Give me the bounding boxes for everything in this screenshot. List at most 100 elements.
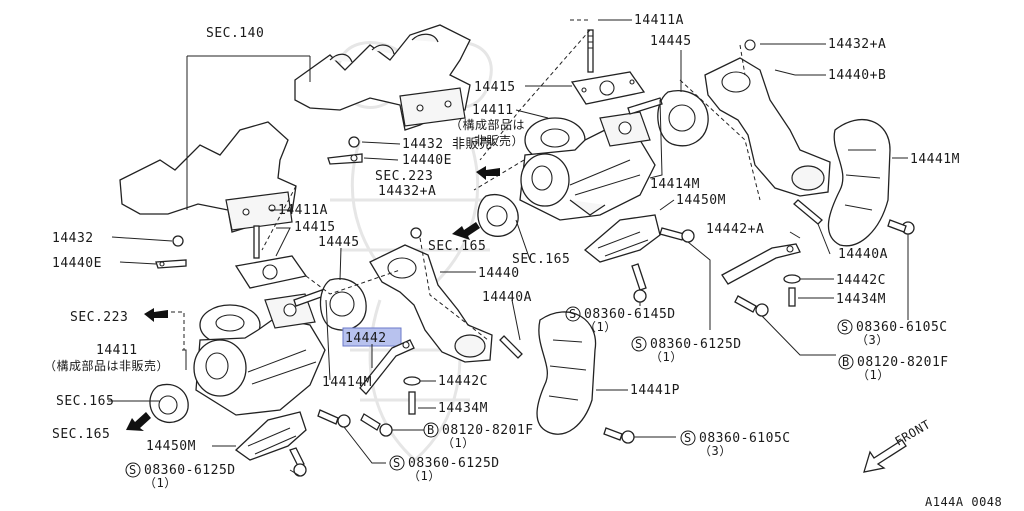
label-14411a-left[interactable]: 14411A [278,203,328,218]
s-prefix-icon: S [129,463,137,477]
exhaust-manifold-upper[interactable] [294,24,471,131]
bolt-6105c-bottom[interactable] [603,427,635,444]
bolt-6145d[interactable] [631,263,647,303]
label-14441p[interactable]: 14441P [630,383,680,398]
label-14450m-left[interactable]: 14450M [146,439,196,454]
bolt-6125d-upper[interactable] [659,227,695,243]
label-14440e-mid[interactable]: 14440E [402,153,452,168]
direction-arrows [126,166,500,431]
bracket-14440e-left[interactable] [155,259,187,269]
label-14415-top[interactable]: 14415 [474,80,516,95]
label-note-top-2: 非販売） [474,133,524,148]
label-14441m[interactable]: 14441M [910,152,960,167]
s-prefix-icon: S [684,431,692,445]
svg-text:（1）: （1） [650,350,683,364]
label-14445-left[interactable]: 14445 [318,235,360,250]
label-sec165-mid2[interactable]: SEC.165 [512,252,570,267]
washer-14442c-right[interactable] [783,274,801,284]
label-bolt-6145d[interactable]: S 08360-6145D （1） [565,306,676,334]
turbine-outlet-14440[interactable] [369,244,493,363]
gasket-14445-upper[interactable] [657,90,709,147]
insulator-14450m-upper[interactable] [583,214,661,263]
bracket-14442a[interactable] [721,243,801,285]
turbine-outlet-14440b[interactable] [704,39,831,197]
label-14414m-left[interactable]: 14414M [322,375,372,390]
label-bolt-8201f-right[interactable]: B 08120-8201F （1） [838,354,949,382]
gasket-14415-upper[interactable] [570,71,646,105]
label-14432a-top[interactable]: 14432+A [828,37,886,52]
label-bolt-8201f-mid[interactable]: B 08120-8201F （1） [423,422,534,450]
stud-14440a-right[interactable] [793,199,823,225]
stud-14414m-upper[interactable] [627,97,663,115]
label-14414m-top[interactable]: 14414M [650,177,700,192]
bracket-14440e-mid[interactable] [327,153,363,165]
bolt-6105c-right[interactable] [887,219,915,235]
label-sec223-mid[interactable]: SEC.223 [375,169,433,184]
label-bolt-6125d-bottom[interactable]: S 08360-6125D （1） [389,455,500,483]
bolt-8201f-mid[interactable] [360,413,393,437]
gasket-14415-lower[interactable] [234,255,308,289]
stud-14411a-lower[interactable] [253,225,260,259]
label-14440a-mid[interactable]: 14440A [482,290,532,305]
s-prefix-icon: S [393,456,401,470]
label-bolt-6105c-bottom[interactable]: S 08360-6105C （3） [680,430,791,458]
label-bolt-6125d-mid[interactable]: S 08360-6125D （1） [631,336,742,364]
label-14411-left[interactable]: 14411 [96,343,138,358]
heat-shield-14441p[interactable] [536,311,597,435]
front-arrow-icon [863,439,907,473]
bolt-14434m-right[interactable] [788,287,796,307]
svg-text:08360-6105C: 08360-6105C [699,431,791,446]
stud-14411a-upper[interactable] [587,29,594,73]
label-14440a-right[interactable]: 14440A [838,247,888,262]
label-14411a-top[interactable]: 14411A [634,13,684,28]
label-bolt-6125d-left[interactable]: S 08360-6125D （1） [125,462,236,490]
label-14432-left[interactable]: 14432 [52,231,94,246]
label-14415-left[interactable]: 14415 [294,220,336,235]
svg-text:（3）: （3） [856,333,889,347]
bolt-6125d-bottom[interactable] [317,409,351,428]
gasket-sec165-left[interactable] [149,383,189,423]
label-sec165-left[interactable]: SEC.165 [56,394,114,409]
label-sec165-mid[interactable]: SEC.165 [428,239,486,254]
nut-14432-left[interactable] [172,235,184,247]
label-sec140[interactable]: SEC.140 [206,26,264,41]
label-bolt-6105c-right[interactable]: S 08360-6105C （3） [837,319,948,347]
heat-shield-14441m[interactable] [827,119,891,247]
label-14440b[interactable]: 14440+B [828,68,886,83]
label-14440[interactable]: 14440 [478,266,520,281]
bolt-8201f-right[interactable] [734,295,769,317]
label-sec223-left[interactable]: SEC.223 [70,310,128,325]
leader-lines [108,19,909,477]
nut-14432a-mid[interactable] [410,227,422,239]
label-14432a-mid[interactable]: 14432+A [378,184,436,199]
arrow-sec165-left [126,412,151,431]
washer-14442c-mid[interactable] [403,376,421,386]
label-note-top-1: （構成部品は [450,117,525,132]
svg-text:08120-8201F: 08120-8201F [442,423,534,438]
label-14442a[interactable]: 14442+A [706,222,764,237]
insulator-14450m-lower[interactable] [234,411,307,461]
label-sec165-left2[interactable]: SEC.165 [52,427,110,442]
label-14450m-top[interactable]: 14450M [676,193,726,208]
label-14442-highlighted[interactable]: 14442 [345,331,387,346]
svg-text:08120-8201F: 08120-8201F [857,355,949,370]
turbocharger-upper[interactable] [519,111,656,221]
label-14434m-right[interactable]: 14434M [836,292,886,307]
gasket-14445-lower[interactable] [319,278,367,331]
label-14440e-left[interactable]: 14440E [52,256,102,271]
stud-14440a-mid[interactable] [499,335,523,359]
bracket-14442[interactable] [342,327,415,395]
label-14434m-mid[interactable]: 14434M [438,401,488,416]
bolt-14434m-mid[interactable] [408,391,416,415]
nut-14432-mid[interactable] [348,136,360,148]
label-14445-top[interactable]: 14445 [650,34,692,49]
exhaust-manifold-lower[interactable] [119,121,297,233]
b-prefix-icon: B [842,355,850,369]
label-14432-mid[interactable]: 14432 非販売 [402,136,492,152]
turbocharger-lower[interactable] [193,293,326,416]
gasket-sec165-mid[interactable] [477,194,519,237]
label-14411-top[interactable]: 14411 [472,103,514,118]
label-14442c-mid[interactable]: 14442C [438,374,488,389]
label-14442c-right[interactable]: 14442C [836,273,886,288]
